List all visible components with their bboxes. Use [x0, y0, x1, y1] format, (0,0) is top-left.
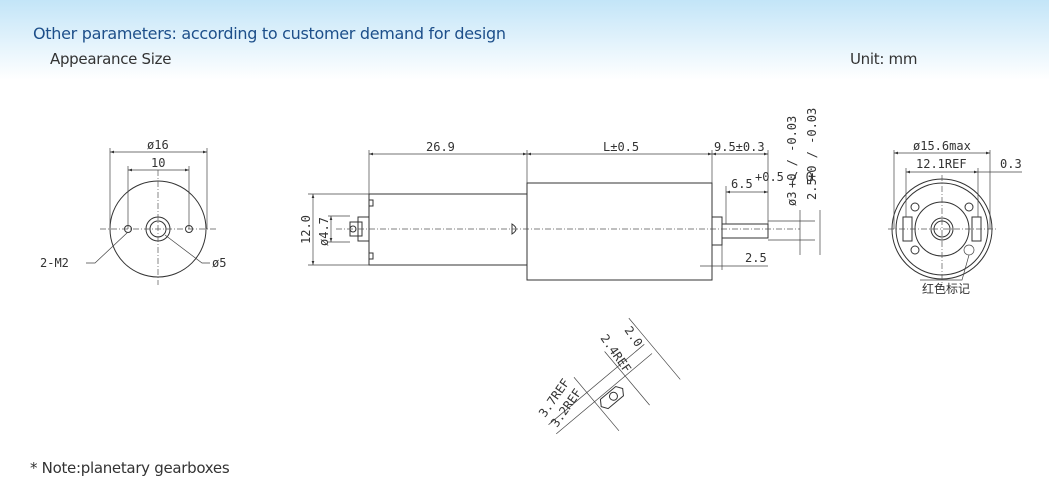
header-band [0, 0, 1049, 80]
dim-flat-diameter-tol: +0 / -0.03 [805, 108, 819, 180]
label-red-mark: 红色标记 [922, 281, 970, 296]
dim-rear-diameter: ø15.6max [913, 139, 971, 153]
footnote: * Note:planetary gearboxes [30, 459, 230, 477]
dim-offset: 0.3 [1000, 157, 1022, 171]
side-view: 26.9 L±0.5 9.5±0.3 6.5 +0.5 / 0 ø3 +0 / … [299, 108, 821, 281]
dim-hole-spacing: 10 [151, 156, 165, 170]
dim-shaft-diameter: ø3 [785, 192, 799, 206]
dim-flat-diameter: 2.5 [805, 178, 819, 200]
dim-gearbox-length: 26.9 [426, 140, 455, 154]
rear-view: ø15.6max 12.1REF 0.3 红色标记 [888, 139, 1022, 296]
front-view: ø16 10 2-M2 ø5 [40, 138, 226, 285]
section-heading: Appearance Size [50, 50, 172, 68]
dim-boss: 2.5 [745, 251, 767, 265]
page-title: Other parameters: according to customer … [33, 24, 506, 43]
unit-label: Unit: mm [850, 50, 918, 68]
dim-center-diameter: ø5 [212, 256, 226, 270]
dim-shaft-diameter-tol: +0 / -0.03 [785, 116, 799, 188]
label-screw-holes: 2-M2 [40, 256, 69, 270]
dim-terminal-spacing: 12.1REF [916, 157, 967, 171]
dim-motor-length: L±0.5 [603, 140, 639, 154]
dim-front-diameter: ø16 [147, 138, 169, 152]
dim-terminal-diameter: ø4.7 [317, 217, 331, 246]
dim-shaft-length: 9.5±0.3 [714, 140, 765, 154]
dim-shaft-flat-tol: +0.5 / 0 [755, 170, 813, 184]
dim-height: 12.0 [299, 215, 313, 244]
dim-shaft-flat: 6.5 [731, 177, 753, 191]
terminal-detail [548, 317, 681, 435]
dim-terminal-2-0: 2.0 [622, 324, 646, 350]
